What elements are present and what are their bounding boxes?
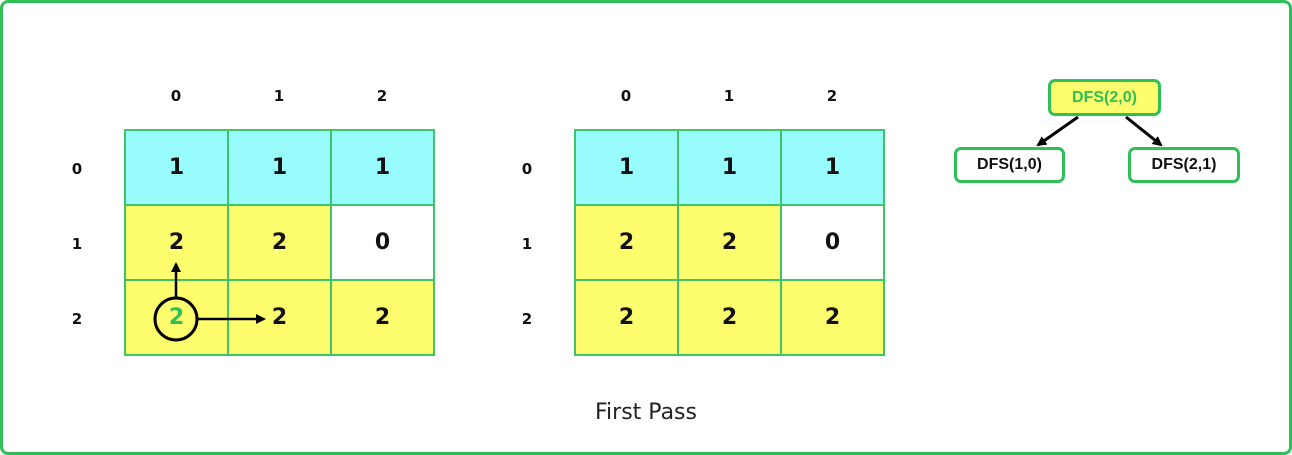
col-label-0: 0 <box>620 87 632 105</box>
grid-cell: 1 <box>331 130 434 205</box>
row-label-1: 1 <box>521 235 533 253</box>
grid-cell: 1 <box>125 130 228 205</box>
grid-cell: 2 <box>575 205 678 280</box>
grid-cell: 1 <box>228 130 331 205</box>
grid-cell: 0 <box>331 205 434 280</box>
grid-cell: 2 <box>228 280 331 355</box>
col-label-0: 0 <box>170 87 182 105</box>
right-grid: 1 1 1 2 2 0 2 2 2 <box>574 129 885 356</box>
row-label-0: 0 <box>521 160 533 178</box>
row-label-2: 2 <box>521 310 533 328</box>
grid-cell: 1 <box>781 130 884 205</box>
grid-cell: 2 <box>678 280 781 355</box>
grid-cell: 2 <box>331 280 434 355</box>
row-label-0: 0 <box>71 160 83 178</box>
col-label-2: 2 <box>376 87 388 105</box>
grid-cell: 0 <box>781 205 884 280</box>
caption: First Pass <box>595 400 697 425</box>
start-cell-circle <box>153 296 199 342</box>
row-label-1: 1 <box>71 235 83 253</box>
grid-cell: 2 <box>678 205 781 280</box>
grid-cell: 2 <box>228 205 331 280</box>
col-label-2: 2 <box>826 87 838 105</box>
dfs-left-child-node: DFS(1,0) <box>954 147 1065 183</box>
grid-cell: 1 <box>678 130 781 205</box>
dfs-right-child-node: DFS(2,1) <box>1128 147 1240 183</box>
tree-edge-left <box>1036 115 1079 147</box>
grid-cell: 2 <box>781 280 884 355</box>
grid-cell: 2 <box>575 280 678 355</box>
col-label-1: 1 <box>723 87 735 105</box>
grid-cell: 1 <box>575 130 678 205</box>
dfs-root-node: DFS(2,0) <box>1048 79 1161 116</box>
col-label-1: 1 <box>273 87 285 105</box>
tree-edge-right <box>1125 115 1163 147</box>
row-label-2: 2 <box>71 310 83 328</box>
